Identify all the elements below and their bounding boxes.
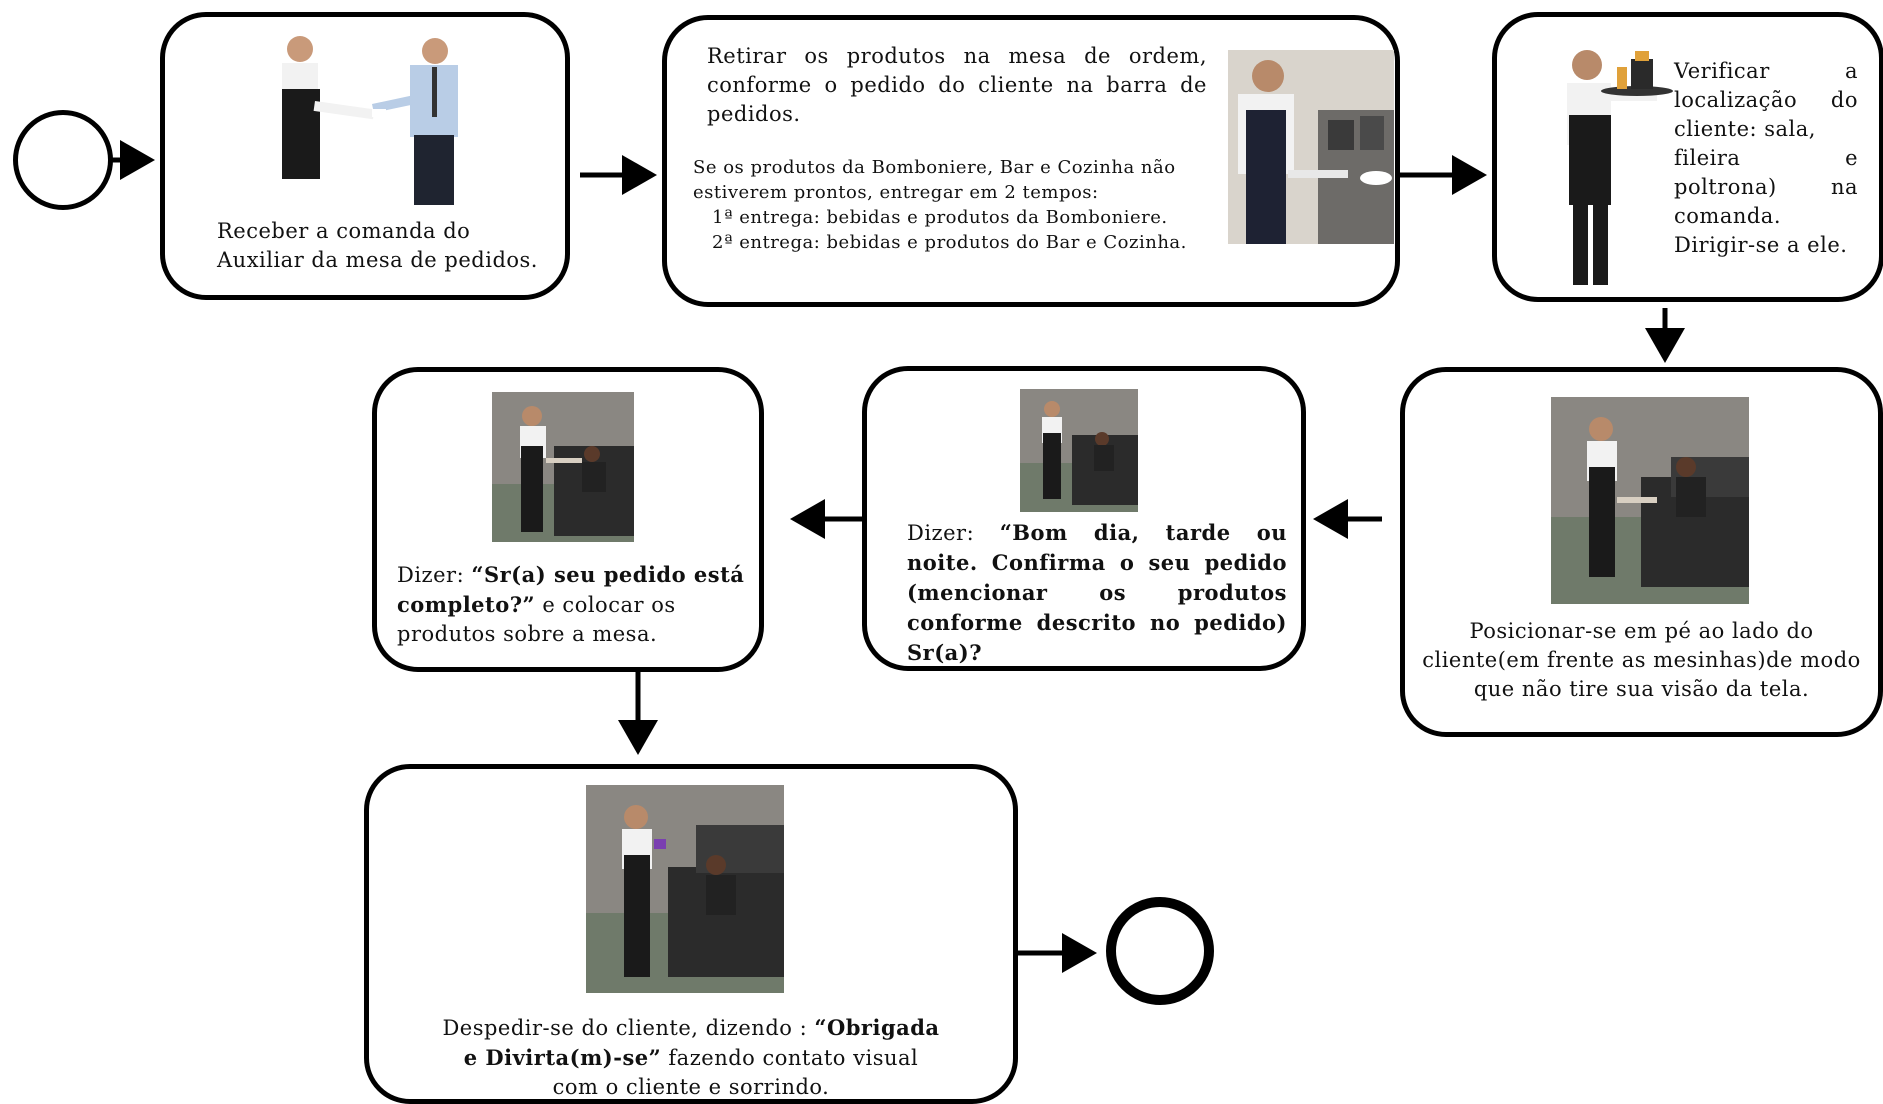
step-pickup-note: Se os produtos da Bomboniere, Bar e Cozi… — [693, 157, 1187, 253]
step-position-text: Posicionar-se em pé ao lado do cliente(e… — [1422, 619, 1861, 701]
step-receive-order-box: Receber a comanda do Auxiliar da mesa de… — [160, 12, 570, 300]
step-pickup-main-text: Retirar os produtos na mesa de ordem, co… — [707, 44, 1207, 126]
waiter-receiving-order-photo — [260, 29, 485, 209]
step-receive-text: Receber a comanda do Auxiliar da mesa de… — [217, 219, 538, 272]
step-complete-text: Dizer: “Sr(a) seu pedido está completo?”… — [397, 562, 745, 646]
step-greet-box: Dizer: “Bom dia, tarde ou noite. Confirm… — [862, 366, 1306, 671]
waiter-with-tray-photo — [1537, 45, 1677, 290]
step-locate-text: Verificar a localização do cliente: sala… — [1674, 59, 1858, 257]
start-event — [13, 110, 113, 210]
waiter-beside-client-photo — [1551, 397, 1749, 604]
step-farewell-text: Despedir-se do cliente, dizendo : “Obrig… — [442, 1015, 940, 1099]
waiter-at-counter-photo — [1228, 50, 1394, 244]
step-farewell-box: Despedir-se do cliente, dizendo : “Obrig… — [364, 764, 1018, 1104]
end-event — [1106, 897, 1214, 1005]
waiter-placing-products-photo — [492, 392, 634, 542]
waiter-farewell-photo — [586, 785, 784, 993]
step-greet-text: Dizer: “Bom dia, tarde ou noite. Confirm… — [907, 520, 1287, 665]
step-pickup-products-box: Retirar os produtos na mesa de ordem, co… — [662, 15, 1400, 307]
step-locate-client-box: Verificar a localização do cliente: sala… — [1492, 12, 1883, 302]
step-position-box: Posicionar-se em pé ao lado do cliente(e… — [1400, 367, 1883, 737]
step-complete-box: Dizer: “Sr(a) seu pedido está completo?”… — [372, 367, 764, 672]
waiter-greeting-client-photo — [1020, 389, 1138, 512]
